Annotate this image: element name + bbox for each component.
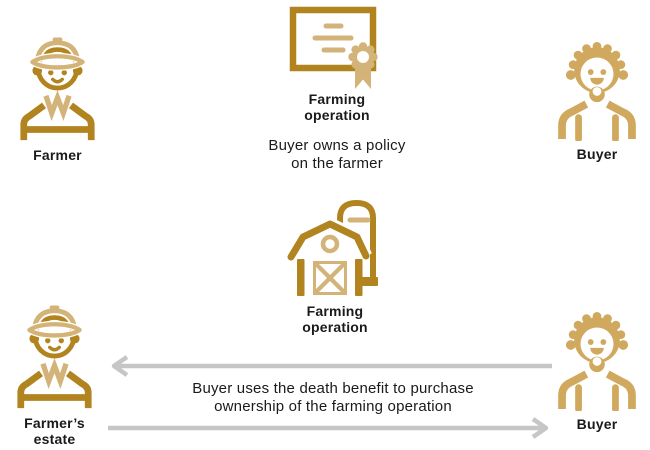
estate-label-line2: estate (33, 431, 76, 447)
certificate-icon (287, 5, 387, 93)
buyer-icon (556, 40, 638, 141)
flow-caption-line2: ownership of the farming operation (214, 397, 452, 415)
estate-label: Farmer’s estate (11, 415, 98, 447)
policy-caption-line1: Buyer owns a policy (268, 137, 406, 154)
buyer-icon (556, 310, 638, 411)
policy-caption: Buyer owns a policy on the farmer (257, 137, 417, 172)
farmer-icon (14, 36, 101, 142)
policy-node (287, 5, 387, 98)
policy-title-line2: operation (304, 107, 370, 123)
flow-caption-line1: Buyer uses the death benefit to purchase (192, 380, 474, 397)
farm-node (283, 198, 388, 303)
farm-title: Farming operation (275, 303, 395, 335)
arrow-right-icon (108, 417, 549, 439)
policy-title: Farming operation (277, 91, 397, 123)
flow-caption: Buyer uses the death benefit to purchase… (133, 380, 533, 415)
farmer-icon (11, 304, 98, 410)
policy-title-line1: Farming (308, 91, 366, 107)
buyer-bottom-label: Buyer (576, 416, 618, 432)
buyer-top-node: Buyer (556, 40, 638, 162)
policy-caption-line2: on the farmer (291, 154, 383, 172)
farmer-node: Farmer (14, 36, 101, 163)
estate-node: Farmer’s estate (11, 304, 98, 447)
farmer-label: Farmer (33, 147, 82, 163)
farm-title-line2: operation (302, 319, 368, 335)
barn-icon (283, 198, 388, 298)
buyer-top-label: Buyer (576, 146, 618, 162)
arrow-left-icon (111, 355, 552, 377)
buyer-bottom-node: Buyer (556, 310, 638, 432)
farm-title-line1: Farming (306, 303, 364, 319)
estate-label-line1: Farmer’s (24, 415, 85, 431)
